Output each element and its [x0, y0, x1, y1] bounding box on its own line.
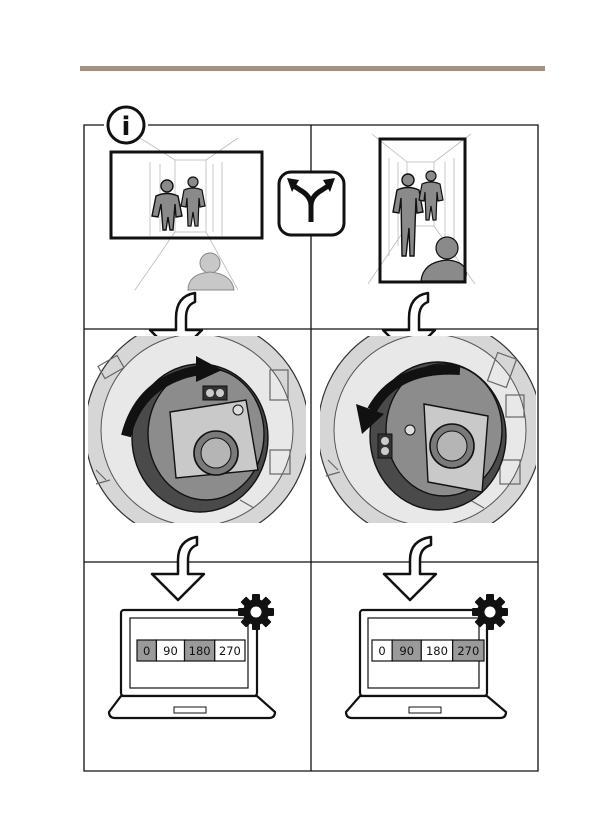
scene-tall-view	[368, 134, 475, 284]
person-foreground	[188, 253, 234, 290]
person-large	[152, 180, 182, 230]
dome-camera-left	[85, 318, 309, 542]
rotation-option-label: 90	[163, 644, 178, 658]
rotation-selector-left: 0 90 180 270	[137, 640, 245, 661]
rotation-option-label: 180	[426, 644, 448, 658]
rotation-selector-right: 0 90 180 270	[372, 640, 484, 661]
rotation-option-label: 180	[189, 644, 211, 658]
info-icon: i	[108, 107, 144, 143]
rotation-option-label: 270	[457, 644, 479, 658]
choice-icon	[279, 172, 344, 235]
rotation-option-label: 270	[219, 644, 241, 658]
down-arrow-2-right	[384, 537, 436, 600]
info-icon-glyph: i	[122, 112, 131, 142]
person-foreground-right	[421, 237, 466, 281]
person-large-right	[393, 174, 423, 256]
down-arrow-2-left	[152, 537, 204, 600]
scene-wide-view	[111, 138, 262, 290]
rotation-option-label: 90	[399, 644, 414, 658]
gear-icon	[238, 594, 274, 630]
gear-icon	[472, 594, 508, 630]
dome-camera-right	[318, 318, 542, 542]
person-small	[181, 177, 205, 226]
rotation-option-label: 0	[143, 644, 150, 658]
laptop-left	[109, 610, 275, 718]
rotation-option-label: 0	[378, 644, 385, 658]
laptop-right	[346, 610, 506, 718]
